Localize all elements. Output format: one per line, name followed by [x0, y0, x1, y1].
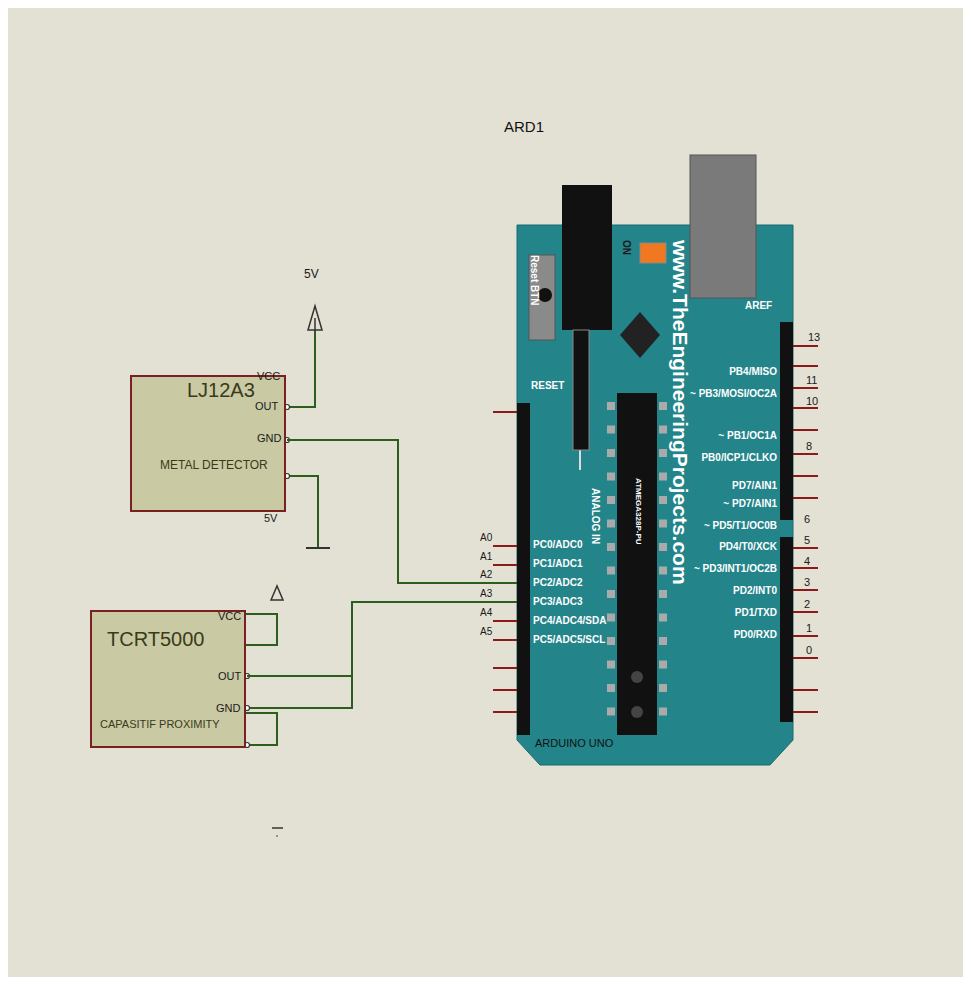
pin-label: PC0/ADC0 [533, 539, 582, 551]
left-header [517, 403, 530, 735]
pin-label: ANALOG IN [590, 488, 602, 544]
power-symbol [271, 586, 283, 600]
right-header-top [780, 322, 793, 520]
pin-label: GND [257, 432, 281, 445]
pin-label: A0 [480, 532, 492, 544]
pin-label: ~ PD7/AIN1 [723, 498, 777, 510]
signal-wire [247, 602, 517, 676]
part-caption: ARDUINO UNO [535, 737, 613, 750]
wire [245, 614, 277, 645]
pin-label: www.TheEngineeringProjects.com [668, 240, 692, 585]
part-caption: METAL DETECTOR [160, 459, 268, 473]
chip-dot [631, 671, 643, 683]
pin-number: 6 [804, 513, 810, 526]
ground-symbol [306, 547, 330, 549]
pin-label: PB4/MISO [729, 366, 777, 378]
pin-label: PC3/ADC3 [533, 596, 582, 608]
pin-label: PD0/RXD [734, 629, 777, 641]
regulator-body [573, 330, 589, 450]
pin-label: PD7/AIN1 [732, 480, 777, 492]
pin-label: PD2/INT0 [733, 585, 777, 597]
signal-wire [287, 440, 517, 583]
power-jack [562, 185, 612, 330]
pin-label: GND [216, 702, 240, 715]
pin-stubs [493, 346, 818, 712]
pin-number: 11 [806, 374, 817, 387]
pin-label: AREF [745, 300, 772, 312]
pin-label: A5 [480, 626, 492, 638]
pin-label: PC2/ADC2 [533, 577, 582, 589]
pin-number: 5 [804, 534, 810, 547]
pin-label: Reset BTN [529, 255, 541, 306]
pin-label: PD4/T0/XCK [719, 541, 777, 553]
dot [276, 835, 278, 837]
pin-label: 5V [264, 512, 277, 525]
pin-label: ~ PB3/MOSI/OC2A [690, 388, 777, 400]
pin-label: ATMEGA328P-PU [634, 478, 643, 545]
wire [247, 676, 352, 708]
pin-label: ~ PB1/OC1A [718, 430, 777, 442]
crystal-chip [620, 312, 660, 358]
sheet-ground [8, 8, 963, 977]
reset-button [529, 255, 555, 340]
usb-connector [690, 155, 756, 298]
right-header-bottom [780, 537, 793, 722]
pin-number: 3 [804, 576, 810, 589]
pin-number: 4 [804, 555, 810, 568]
pin-label: OUT [218, 670, 241, 683]
pin-label: PC4/ADC4/SDA [533, 615, 606, 627]
pin-label: A2 [480, 569, 492, 581]
chip-dot [631, 706, 643, 718]
pin-label: VCC [218, 610, 241, 623]
pin-label: PD1/TXD [735, 607, 777, 619]
arduino-board [517, 225, 793, 765]
pin-label: A1 [480, 551, 492, 563]
atmega-chip [617, 393, 657, 735]
pin-label: A4 [480, 607, 492, 619]
part-name: ARD1 [504, 118, 544, 135]
pin-label: PB0/ICP1/CLKO [701, 452, 777, 464]
pin-label: ~ PD5/T1/OC0B [704, 520, 777, 532]
pin-label: A3 [480, 588, 492, 600]
pin-label: PC5/ADC5/SCL [533, 634, 605, 646]
wire [287, 330, 315, 407]
pin-label: PC1/ADC1 [533, 558, 582, 570]
power-symbol [308, 306, 322, 330]
pin-number: 13 [808, 331, 820, 344]
part-name: LJ12A3 [187, 379, 255, 402]
chip-pins [607, 402, 667, 716]
wire [245, 713, 277, 745]
pin-number: 0 [806, 644, 812, 657]
pin-label: VCC [257, 370, 280, 383]
pin-number: 8 [806, 440, 812, 453]
wire [287, 476, 318, 548]
ground-symbol [272, 827, 283, 829]
pin-number: 1 [806, 622, 812, 635]
pin-number: 10 [806, 395, 818, 408]
part-caption: CAPASITIF PROXIMITY [100, 718, 220, 731]
pin-number: 2 [804, 598, 810, 611]
part-name: TCRT5000 [107, 628, 204, 651]
power-led [640, 243, 666, 263]
pin-label: ON [621, 240, 633, 255]
reset-button-cap [538, 288, 552, 302]
pin-label: OUT [255, 400, 278, 413]
pin-label: ~ PD3/INT1/OC2B [694, 563, 777, 575]
pin-label: 5V [304, 268, 319, 282]
pin-label: RESET [531, 380, 564, 392]
